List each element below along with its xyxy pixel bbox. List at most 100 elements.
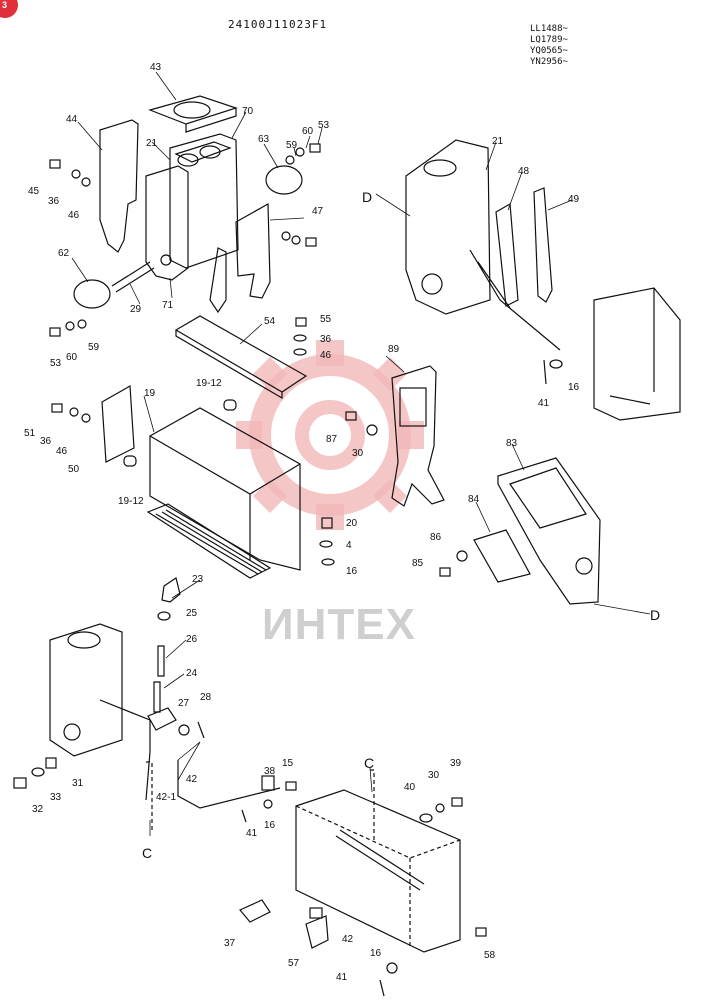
- reference-letter: C: [142, 845, 152, 861]
- callout-label: 31: [72, 778, 84, 789]
- housing-70: [169, 133, 239, 269]
- callout-label: 16: [346, 566, 358, 577]
- bar-54: [174, 315, 308, 400]
- callout-label: 21: [146, 138, 158, 149]
- document-code: 24100J11023F1: [228, 18, 328, 31]
- frame-83: [497, 457, 601, 605]
- callout-label: 46: [56, 446, 68, 457]
- callout-label: 41: [246, 828, 258, 839]
- grille-52: [146, 503, 272, 579]
- plate-63: [265, 165, 303, 195]
- callout-label: 54: [264, 316, 276, 327]
- callout-label: 42: [186, 774, 198, 785]
- callout-label: 32: [32, 804, 44, 815]
- callout-label: 45: [28, 186, 40, 197]
- callout-label: 42: [342, 934, 354, 945]
- clamp-37: [239, 899, 271, 923]
- callout-label: 47: [312, 206, 324, 217]
- callout-label: 27: [178, 698, 190, 709]
- callout-label: 25: [186, 608, 198, 619]
- callout-label: 46: [320, 350, 332, 361]
- callout-label: 85: [412, 558, 424, 569]
- housing-lower: [49, 623, 123, 757]
- callout-label: 83: [506, 438, 518, 449]
- callout-label: 37: [224, 938, 236, 949]
- callout-label: 87: [326, 434, 338, 445]
- callout-label: 30: [428, 770, 440, 781]
- bracket-44: [99, 119, 139, 253]
- rod-42: [335, 829, 425, 891]
- callout-label: 38: [264, 766, 276, 777]
- callout-label: 71: [162, 300, 174, 311]
- callout-label: 43: [150, 62, 162, 73]
- callout-label: 16: [264, 820, 276, 831]
- housing-19: [149, 407, 301, 571]
- callout-label: 16: [568, 382, 580, 393]
- callout-label: 23: [192, 574, 204, 585]
- rod-26: [157, 645, 165, 677]
- callout-label: 48: [518, 166, 530, 177]
- serial-list: LL1488~ LQ1789~ YQ0565~ YN2956~: [530, 24, 568, 68]
- callout-label: 36: [40, 436, 52, 447]
- callout-label: 62: [58, 248, 70, 259]
- callout-label: 59: [88, 342, 100, 353]
- callout-label: 36: [48, 196, 60, 207]
- shaft-29: [111, 261, 155, 293]
- callout-label: 60: [302, 126, 314, 137]
- callout-label: 58: [484, 950, 496, 961]
- disc-62: [73, 279, 111, 309]
- callout-label: 53: [50, 358, 62, 369]
- bracket-47: [235, 202, 271, 299]
- corner-badge: 3: [0, 0, 18, 18]
- callout-labels: 43 44 70 21 63 60 53 59 45 36 46 47 62 2…: [24, 62, 660, 983]
- callout-label: 89: [388, 344, 400, 355]
- serial-item: YN2956~: [530, 57, 568, 67]
- callout-label: 19-12: [196, 378, 222, 389]
- callout-label: 86: [430, 532, 442, 543]
- callout-label: 42-1: [156, 792, 176, 803]
- callout-label: 21: [492, 136, 504, 147]
- cover-71: [145, 165, 189, 281]
- callout-label: 49: [568, 194, 580, 205]
- callout-label: 51: [24, 428, 36, 439]
- callout-label: 40: [404, 782, 416, 793]
- callout-label: 59: [286, 140, 298, 151]
- reference-letter: D: [650, 607, 660, 623]
- callout-label: 19-12: [118, 496, 144, 507]
- bracket-50: [101, 385, 135, 463]
- callout-label: 50: [68, 464, 80, 475]
- handle-89: [391, 365, 445, 507]
- callout-label: 36: [320, 334, 332, 345]
- plate-43-hole: [173, 101, 211, 119]
- plate-43: [148, 95, 238, 133]
- callout-label: 41: [538, 398, 550, 409]
- callout-label: 15: [282, 758, 294, 769]
- callout-label: 29: [130, 304, 142, 315]
- callout-label: 19: [144, 388, 156, 399]
- callout-label: 60: [66, 352, 78, 363]
- machine-frame: [593, 287, 681, 421]
- callout-label: 30: [352, 448, 364, 459]
- callout-label: 41: [336, 972, 348, 983]
- callout-label: 70: [242, 106, 254, 117]
- callout-label: 63: [258, 134, 270, 145]
- callout-label: 55: [320, 314, 332, 325]
- rod-48: [495, 203, 519, 307]
- callout-label: 24: [186, 668, 198, 679]
- serial-item: LL1488~: [530, 24, 568, 34]
- callout-label: 26: [186, 634, 198, 645]
- valve-57: [305, 915, 329, 949]
- housing-21-top: [174, 141, 232, 163]
- plate-84: [473, 529, 531, 583]
- reference-letter: D: [362, 189, 372, 205]
- callout-label: 33: [50, 792, 62, 803]
- frame-lower: [295, 789, 461, 953]
- watermark-gear-teeth: [236, 340, 424, 530]
- callout-label: 28: [200, 692, 212, 703]
- callout-label: 39: [450, 758, 462, 769]
- housing-d: [405, 139, 491, 315]
- watermark-text: ИНТЕХ: [262, 600, 416, 649]
- serial-item: YQ0565~: [530, 46, 568, 56]
- rod-49: [533, 187, 553, 303]
